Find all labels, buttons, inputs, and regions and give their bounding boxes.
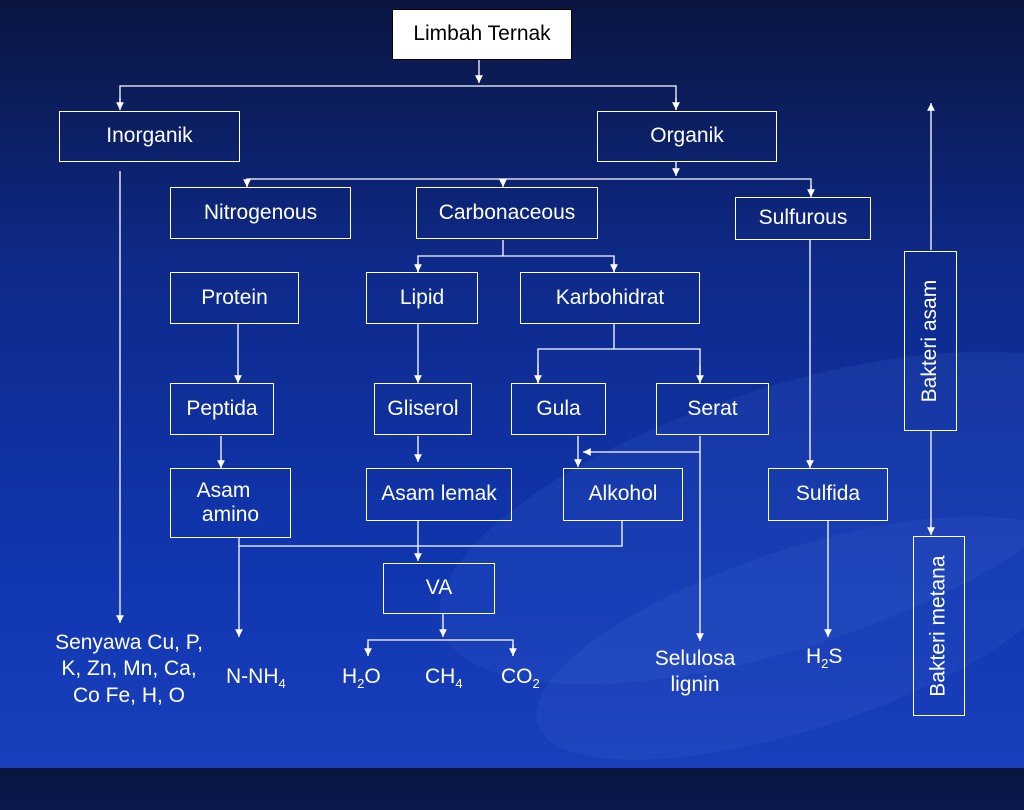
sulfurous-box: Sulfurous xyxy=(735,197,871,240)
split-carbonaceous xyxy=(417,255,615,272)
asam-amino-box: Asam amino xyxy=(170,468,291,538)
senyawa-line1: Senyawa Cu, P, xyxy=(55,631,203,654)
co2-sub: 2 xyxy=(532,676,540,692)
carbonaceous-label: Carbonaceous xyxy=(438,200,576,224)
gula-label: Gula xyxy=(536,396,581,420)
senyawa-product: Senyawa Cu, P, K, Zn, Mn, Ca, Co Fe, H, … xyxy=(24,630,234,709)
h2o-product: H2O xyxy=(342,664,381,692)
limbah-ternak-label: Limbah Ternak xyxy=(413,22,551,46)
h2s-b: S xyxy=(828,645,843,668)
serat-label: Serat xyxy=(687,396,738,420)
sulfida-label: Sulfida xyxy=(795,482,861,506)
nnh4-main: N-NH xyxy=(226,665,279,688)
split-limbah xyxy=(119,85,677,110)
inorganik-label: Inorganik xyxy=(106,124,193,148)
peptida-box: Peptida xyxy=(170,383,274,435)
va-box: VA xyxy=(383,563,495,614)
senyawa-line3: Co Fe, H, O xyxy=(72,683,186,707)
karbohidrat-box: Karbohidrat xyxy=(520,272,700,324)
sulfida-box: Sulfida xyxy=(768,468,888,521)
protein-box: Protein xyxy=(170,272,299,324)
h2s-sub: 2 xyxy=(821,656,829,672)
asam-lemak-box: Asam lemak xyxy=(366,468,512,521)
selulosa-lignin-product: Selulosa lignin xyxy=(640,646,750,699)
ch4-main: CH xyxy=(425,665,456,688)
ch4-product: CH4 xyxy=(425,664,463,692)
alkohol-label: Alkohol xyxy=(588,482,658,506)
asam-lemak-label: Asam lemak xyxy=(381,482,497,506)
split-karbohidrat xyxy=(537,348,701,383)
peptida-label: Peptida xyxy=(186,396,258,420)
carbonaceous-box: Carbonaceous xyxy=(416,187,598,239)
bakteri-metana-label: Bakteri metana xyxy=(926,555,950,697)
asam-amino-label-line1: Asam xyxy=(196,478,251,502)
lipid-label: Lipid xyxy=(399,285,445,309)
co2-main: CO xyxy=(501,665,533,688)
lignin-line: lignin xyxy=(670,673,720,697)
serat-box: Serat xyxy=(656,383,769,435)
connector-lines xyxy=(116,75,935,656)
nitrogenous-box: Nitrogenous xyxy=(170,187,351,239)
senyawa-line2: K, Zn, Mn, Ca, xyxy=(61,657,197,681)
h2s-product: H2S xyxy=(806,644,842,672)
limbah-ternak-box: Limbah Ternak xyxy=(392,9,572,60)
bakteri-metana-box: Bakteri metana xyxy=(913,536,965,716)
bakteri-asam-label: Bakteri asam xyxy=(918,279,942,403)
sulfurous-label: Sulfurous xyxy=(758,206,848,230)
h2o-a: H xyxy=(342,665,358,688)
asam-amino-label-line2: amino xyxy=(201,503,260,526)
va-label: VA xyxy=(425,576,453,600)
h2o-sub: 2 xyxy=(357,676,365,692)
ch4-sub: 4 xyxy=(455,676,463,692)
karbohidrat-label: Karbohidrat xyxy=(555,285,665,309)
inorganik-box: Inorganik xyxy=(59,111,240,162)
organik-box: Organik xyxy=(597,111,777,162)
organik-label: Organik xyxy=(650,124,724,148)
lipid-box: Lipid xyxy=(366,272,478,324)
gliserol-box: Gliserol xyxy=(374,383,472,435)
alkohol-box: Alkohol xyxy=(563,468,683,521)
gula-box: Gula xyxy=(511,383,606,435)
co2-product: CO2 xyxy=(501,664,540,692)
nnh4-sub: 4 xyxy=(278,676,286,692)
nitrogenous-label: Nitrogenous xyxy=(203,200,318,224)
nnh4-product: N-NH4 xyxy=(226,664,286,692)
split-va xyxy=(367,639,514,656)
h2s-a: H xyxy=(806,645,822,668)
protein-label: Protein xyxy=(201,285,268,309)
selulosa-line: Selulosa xyxy=(654,647,736,670)
gliserol-label: Gliserol xyxy=(387,396,459,420)
h2o-b: O xyxy=(364,665,381,688)
bakteri-asam-box: Bakteri asam xyxy=(904,251,957,431)
merge-to-va xyxy=(239,521,623,547)
